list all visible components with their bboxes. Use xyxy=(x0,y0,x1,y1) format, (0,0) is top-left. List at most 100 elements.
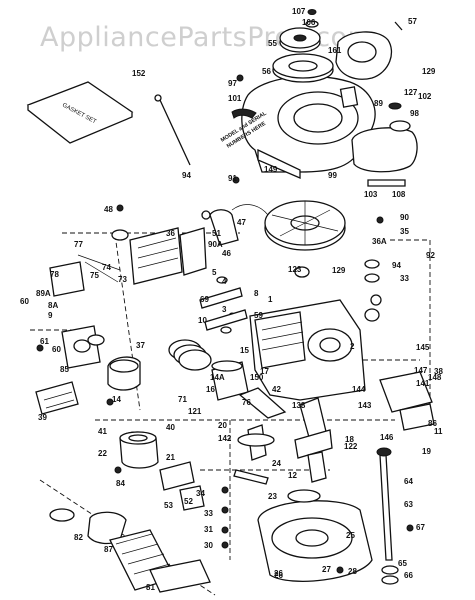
callout-label: 25 xyxy=(346,531,355,540)
callout-label: 2 xyxy=(350,342,355,351)
callout-label: 63 xyxy=(404,500,413,509)
air-cleaner-assembly xyxy=(49,508,211,593)
valve-parts xyxy=(199,276,248,334)
callout-label: 144 xyxy=(352,385,366,394)
callout-label: 147 xyxy=(414,366,428,375)
callout-label: 143 xyxy=(358,401,372,410)
callout-label: 11 xyxy=(434,427,443,436)
callout-label: 15 xyxy=(240,346,249,355)
callout-label: 30 xyxy=(204,541,213,550)
callout-label: 145 xyxy=(416,343,430,352)
fuel-tank xyxy=(351,102,418,173)
callout-label: 89A xyxy=(36,289,51,298)
callout-label: 9 xyxy=(48,311,53,320)
ignition-armature xyxy=(209,204,269,246)
carburetor xyxy=(61,325,105,369)
callout-label: 129 xyxy=(332,266,346,275)
callout-label: 91 xyxy=(228,174,237,183)
callout-label: 148 xyxy=(428,373,442,382)
callout-label: 56 xyxy=(262,67,271,76)
callout-label: 123 xyxy=(288,265,302,274)
callout-label: 38 xyxy=(434,367,443,376)
callout-label: 24 xyxy=(272,459,281,468)
callout-label: 39 xyxy=(38,413,47,422)
fuel-pump xyxy=(107,356,141,391)
nut-part xyxy=(307,9,317,15)
callout-label: 61 xyxy=(40,337,49,346)
callout-label: 47 xyxy=(237,218,246,227)
governor-shaft xyxy=(233,469,269,485)
decal-part xyxy=(339,86,359,108)
air-filter-element xyxy=(119,431,159,469)
callout-label: 59 xyxy=(254,311,263,320)
carb-bracket xyxy=(49,261,85,297)
callout-label: 33 xyxy=(204,509,213,518)
rod-part xyxy=(159,99,191,166)
callout-label: 31 xyxy=(204,525,213,534)
callout-label: 36A xyxy=(372,237,387,246)
callout-label: 19 xyxy=(422,447,431,456)
rewind-starter xyxy=(335,31,393,80)
callout-label: 37 xyxy=(136,341,145,350)
governor-links xyxy=(77,254,121,283)
callout-label: 129 xyxy=(422,67,436,76)
callout-label: 81 xyxy=(146,583,155,592)
muffler xyxy=(35,381,79,415)
plug-wire-end xyxy=(201,210,211,220)
callout-label: 33 xyxy=(400,274,409,283)
callout-label: 142 xyxy=(218,434,232,443)
callout-label: 127 xyxy=(404,88,418,97)
camshaft xyxy=(237,424,275,461)
callout-label: 8A xyxy=(48,301,58,310)
oil-seal xyxy=(287,489,321,503)
blower-housing xyxy=(241,75,376,179)
callout-label: 26 xyxy=(274,569,283,578)
callout-label: 89 xyxy=(374,99,383,108)
callout-label: 138 xyxy=(292,401,306,410)
callout-label: 12 xyxy=(288,471,297,480)
control-bracket xyxy=(379,371,435,431)
callout-label: 46 xyxy=(222,249,231,258)
fuel-bracket xyxy=(367,179,406,187)
callout-label: 21 xyxy=(166,453,175,462)
callout-label: 22 xyxy=(98,449,107,458)
callout-label: 35 xyxy=(400,227,409,236)
callout-label: 73 xyxy=(118,275,127,284)
gasket-kit: GASKET SET xyxy=(26,81,134,144)
callout-label: 60 xyxy=(20,297,29,306)
callout-label: 66 xyxy=(404,571,413,580)
callout-label: 98 xyxy=(410,109,419,118)
callout-label: 152 xyxy=(132,69,146,78)
callout-label: 20 xyxy=(218,421,227,430)
callout-label: 41 xyxy=(98,427,107,436)
callout-label: 18 xyxy=(345,435,354,444)
callout-label: 161 xyxy=(328,46,342,55)
cylinder-head xyxy=(129,227,207,285)
callout-label: 26 xyxy=(274,571,283,580)
callout-label: 107 xyxy=(292,7,306,16)
callout-label: 141 xyxy=(416,379,430,388)
callout-label: 86 xyxy=(428,419,437,428)
callout-label: 77 xyxy=(74,240,83,249)
callout-label: 87 xyxy=(104,545,113,554)
starter-pulley xyxy=(279,27,321,53)
callout-label: 36 xyxy=(166,229,175,238)
callout-label: 14A xyxy=(210,373,225,382)
washer-part xyxy=(305,20,319,28)
callout-label: 67 xyxy=(416,523,425,532)
callout-label: 82 xyxy=(74,533,83,542)
callout-label: 149 xyxy=(264,165,278,174)
callout-label: 57 xyxy=(408,17,417,26)
callout-label: 53 xyxy=(164,501,173,510)
callout-label: 102 xyxy=(418,92,432,101)
gasket-plate xyxy=(159,461,195,491)
callout-label: 75 xyxy=(90,271,99,280)
hardware-fasteners xyxy=(36,74,414,574)
callout-label: 40 xyxy=(166,423,175,432)
callout-label: 103 xyxy=(364,190,378,199)
callout-label: 97 xyxy=(228,79,237,88)
callout-label: 27 xyxy=(322,565,331,574)
callout-label: 3 xyxy=(222,305,227,314)
